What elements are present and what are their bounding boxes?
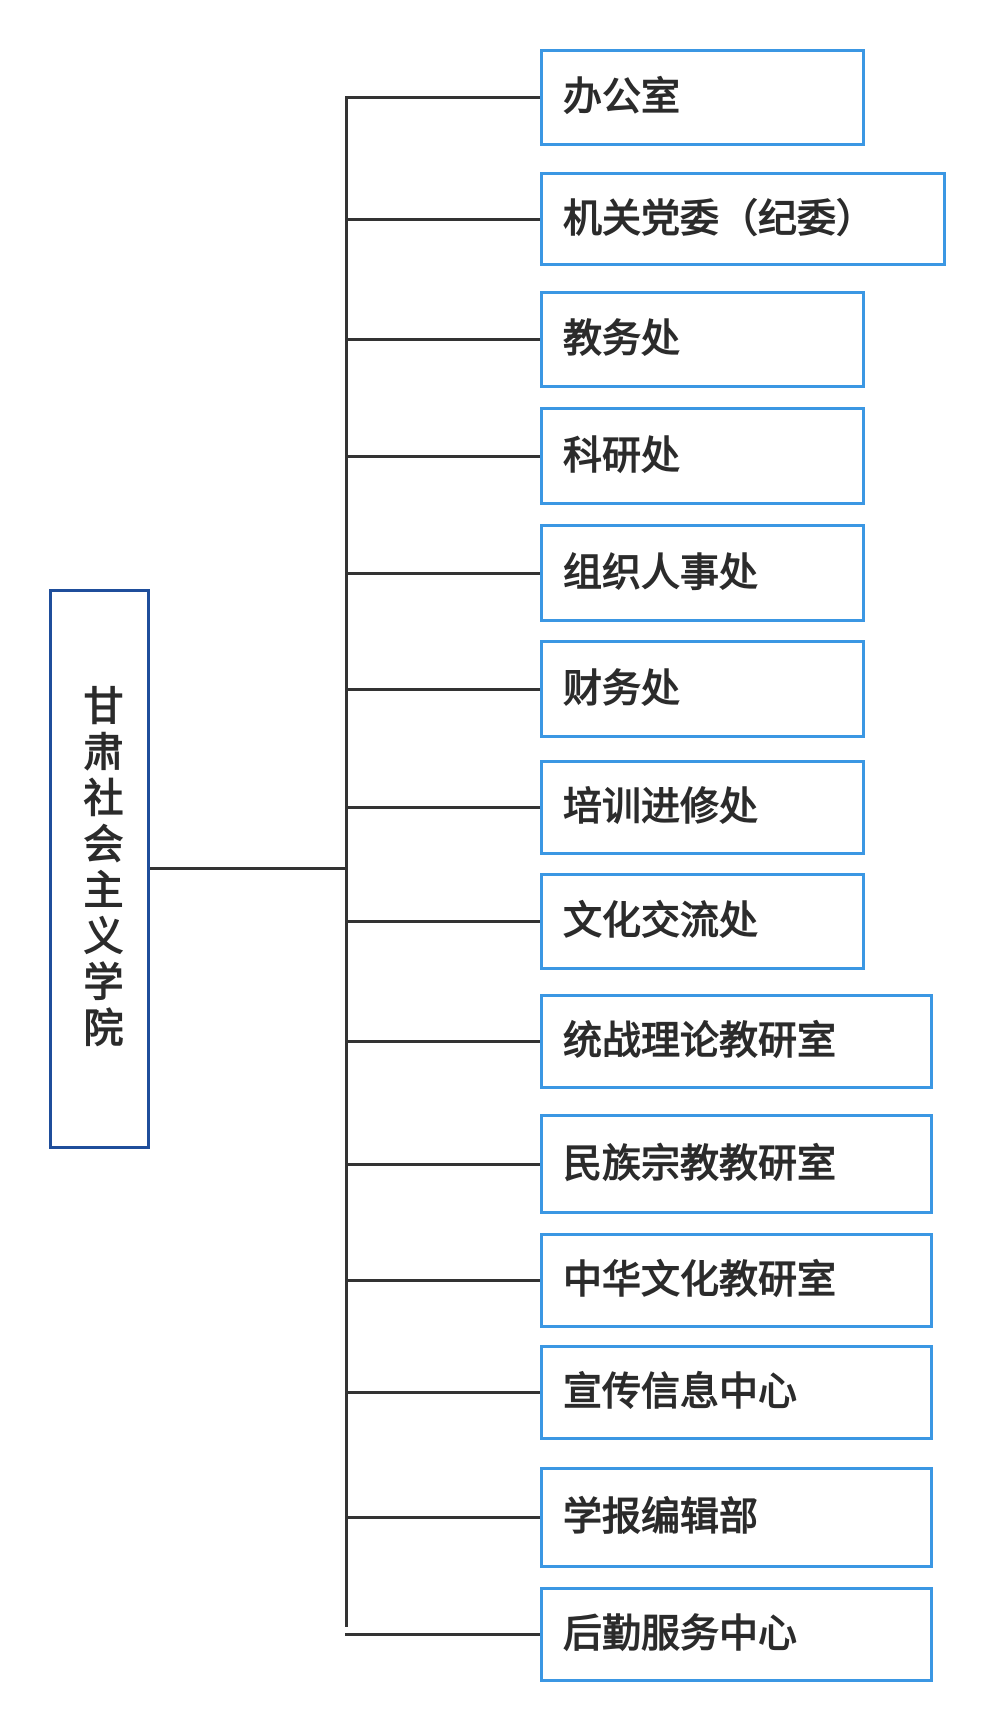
root-node-label: 甘肃社会主义学院: [76, 685, 123, 1053]
branch-connector: [345, 1391, 540, 1394]
department-label: 培训进修处: [563, 785, 759, 830]
department-label: 统战理论教研室: [563, 1019, 837, 1064]
department-label: 学报编辑部: [563, 1495, 759, 1540]
department-label: 文化交流处: [563, 899, 759, 944]
department-node: 教务处: [540, 291, 865, 388]
department-label: 机关党委（纪委）: [563, 196, 876, 242]
department-label: 财务处: [563, 666, 681, 712]
department-node: 统战理论教研室: [540, 994, 933, 1089]
department-label: 教务处: [563, 317, 681, 362]
branch-connector: [345, 1516, 540, 1519]
department-label: 组织人事处: [563, 550, 759, 596]
department-node: 学报编辑部: [540, 1467, 933, 1568]
branch-connector: [345, 1040, 540, 1043]
trunk-line: [345, 96, 348, 1627]
department-node: 中华文化教研室: [540, 1233, 933, 1328]
branch-connector: [345, 688, 540, 691]
department-node: 宣传信息中心: [540, 1345, 933, 1440]
branch-connector: [345, 218, 540, 221]
branch-connector: [345, 920, 540, 923]
department-node: 机关党委（纪委）: [540, 172, 946, 266]
department-label: 办公室: [563, 75, 681, 120]
branch-connector: [345, 338, 540, 341]
branch-connector: [345, 1633, 540, 1636]
department-node: 民族宗教教研室: [540, 1114, 933, 1214]
department-label: 宣传信息中心: [563, 1370, 798, 1415]
branch-connector: [345, 806, 540, 809]
department-label: 民族宗教教研室: [563, 1141, 837, 1187]
department-node: 办公室: [540, 49, 865, 146]
root-node: 甘肃社会主义学院: [49, 589, 150, 1149]
department-label: 科研处: [563, 433, 681, 479]
department-label: 后勤服务中心: [563, 1612, 798, 1657]
branch-connector: [345, 572, 540, 575]
branch-connector: [345, 1163, 540, 1166]
department-node: 文化交流处: [540, 873, 865, 970]
department-node: 组织人事处: [540, 524, 865, 622]
branch-connector: [345, 455, 540, 458]
branch-connector: [345, 1279, 540, 1282]
department-node: 后勤服务中心: [540, 1587, 933, 1682]
root-connector: [150, 867, 347, 870]
department-node: 财务处: [540, 640, 865, 738]
branch-connector: [345, 96, 540, 99]
department-node: 科研处: [540, 407, 865, 505]
department-label: 中华文化教研室: [563, 1258, 837, 1303]
department-node: 培训进修处: [540, 760, 865, 855]
